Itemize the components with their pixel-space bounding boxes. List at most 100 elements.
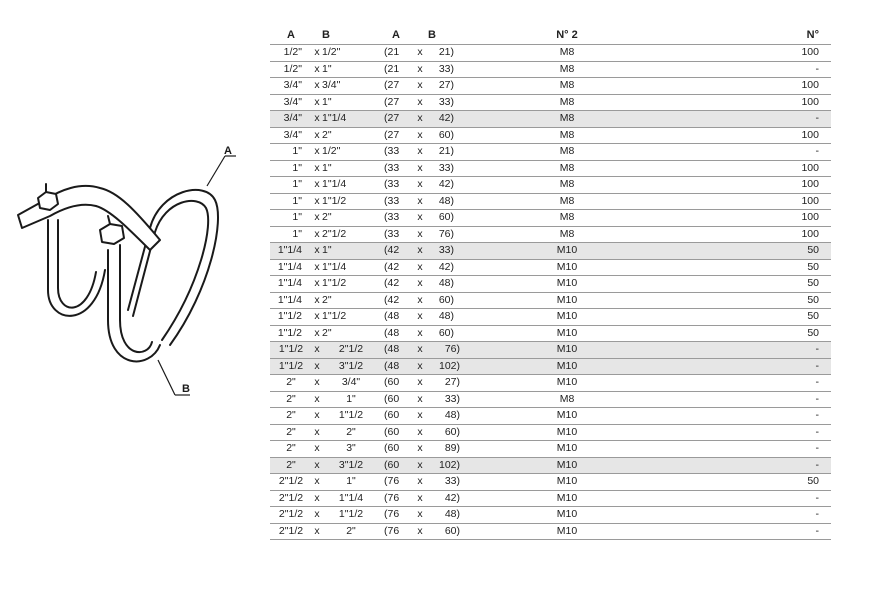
u-bolt-a-outer [127,188,219,346]
cell-paren-a: (76 [380,523,412,540]
cell-n2: M10 [462,490,672,507]
cell-paren-x: x [412,127,428,144]
cell-a: 1"1/4 [270,242,312,260]
cell-x: x [312,457,322,474]
cell-a: 1/2" [270,44,312,62]
cell-n2: M8 [462,226,672,243]
cell-n2: M8 [462,61,672,78]
cell-b: 2" [322,127,380,144]
cell-n: 50 [672,242,831,260]
cell-paren-a: (60 [380,440,412,458]
cell-paren-x: x [412,143,428,161]
cell-a: 3/4" [270,110,312,128]
cell-paren-x: x [412,325,428,342]
cell-b: 3/4" [322,374,380,392]
cell-b: 1" [322,473,380,491]
cell-a: 2"1/2 [270,523,312,540]
cell-a: 3/4" [270,77,312,95]
cell-paren-x: x [412,341,428,359]
header-n2: N° 2 [462,26,672,45]
cell-x: x [312,341,322,359]
cell-x: x [312,226,322,243]
cell-paren-a: (33 [380,143,412,161]
cell-paren-a: (48 [380,325,412,342]
cell-n2: M10 [462,523,672,540]
cell-paren-a: (33 [380,160,412,177]
cell-paren-a: (21 [380,61,412,78]
header-a: A [270,26,312,45]
cell-paren-x: x [412,44,428,62]
cell-n2: M10 [462,308,672,326]
cell-paren-x: x [412,259,428,276]
cell-x: x [312,424,322,441]
cell-paren-x: x [412,160,428,177]
cell-b: 1" [322,391,380,408]
cell-n2: M8 [462,209,672,227]
cell-paren-b: 48) [428,407,462,425]
cell-a: 2"1/2 [270,490,312,507]
cell-paren-x: x [412,242,428,260]
cell-x: x [312,94,322,111]
cell-n: - [672,374,831,392]
cell-n2: M8 [462,94,672,111]
cell-n: 50 [672,259,831,276]
cell-n: - [672,391,831,408]
cell-n2: M10 [462,358,672,375]
cell-paren-b: 33) [428,61,462,78]
cell-n: - [672,424,831,441]
cell-x: x [312,77,322,95]
cell-paren-x: x [412,77,428,95]
cell-a: 2" [270,424,312,441]
cell-n: - [672,490,831,507]
cell-b: 1"1/2 [322,275,380,293]
cell-a: 1"1/2 [270,358,312,375]
cell-b: 2" [322,292,380,309]
cell-paren-a: (27 [380,127,412,144]
cell-b: 1"1/2 [322,193,380,210]
cell-a: 2" [270,407,312,425]
cell-paren-x: x [412,275,428,293]
cell-b: 2" [322,523,380,540]
cell-n2: M10 [462,407,672,425]
cell-x: x [312,209,322,227]
cell-x: x [312,292,322,309]
cell-n: 100 [672,176,831,194]
cell-b: 1" [322,160,380,177]
cell-b: 2" [322,325,380,342]
cell-a: 1"1/4 [270,292,312,309]
clamp-illustration: A B [0,120,260,420]
cell-a: 1"1/2 [270,341,312,359]
cell-paren-b: 60) [428,127,462,144]
cell-b: 2"1/2 [322,226,380,243]
cell-x: x [312,160,322,177]
cell-paren-x: x [412,193,428,210]
cell-paren-a: (76 [380,506,412,524]
cell-n: - [672,440,831,458]
cell-x: x [312,275,322,293]
cell-b: 1"1/4 [322,110,380,128]
cell-n: 100 [672,160,831,177]
cell-n: - [672,457,831,474]
cell-n2: M10 [462,259,672,276]
cell-n2: M10 [462,341,672,359]
cell-paren-x: x [412,110,428,128]
cell-n: - [672,523,831,540]
cell-b: 3"1/2 [322,358,380,375]
cell-a: 1" [270,209,312,227]
header-paren-b: B [428,26,462,45]
cell-x: x [312,490,322,507]
cell-paren-b: 42) [428,259,462,276]
cell-paren-b: 76) [428,341,462,359]
cell-paren-a: (42 [380,242,412,260]
